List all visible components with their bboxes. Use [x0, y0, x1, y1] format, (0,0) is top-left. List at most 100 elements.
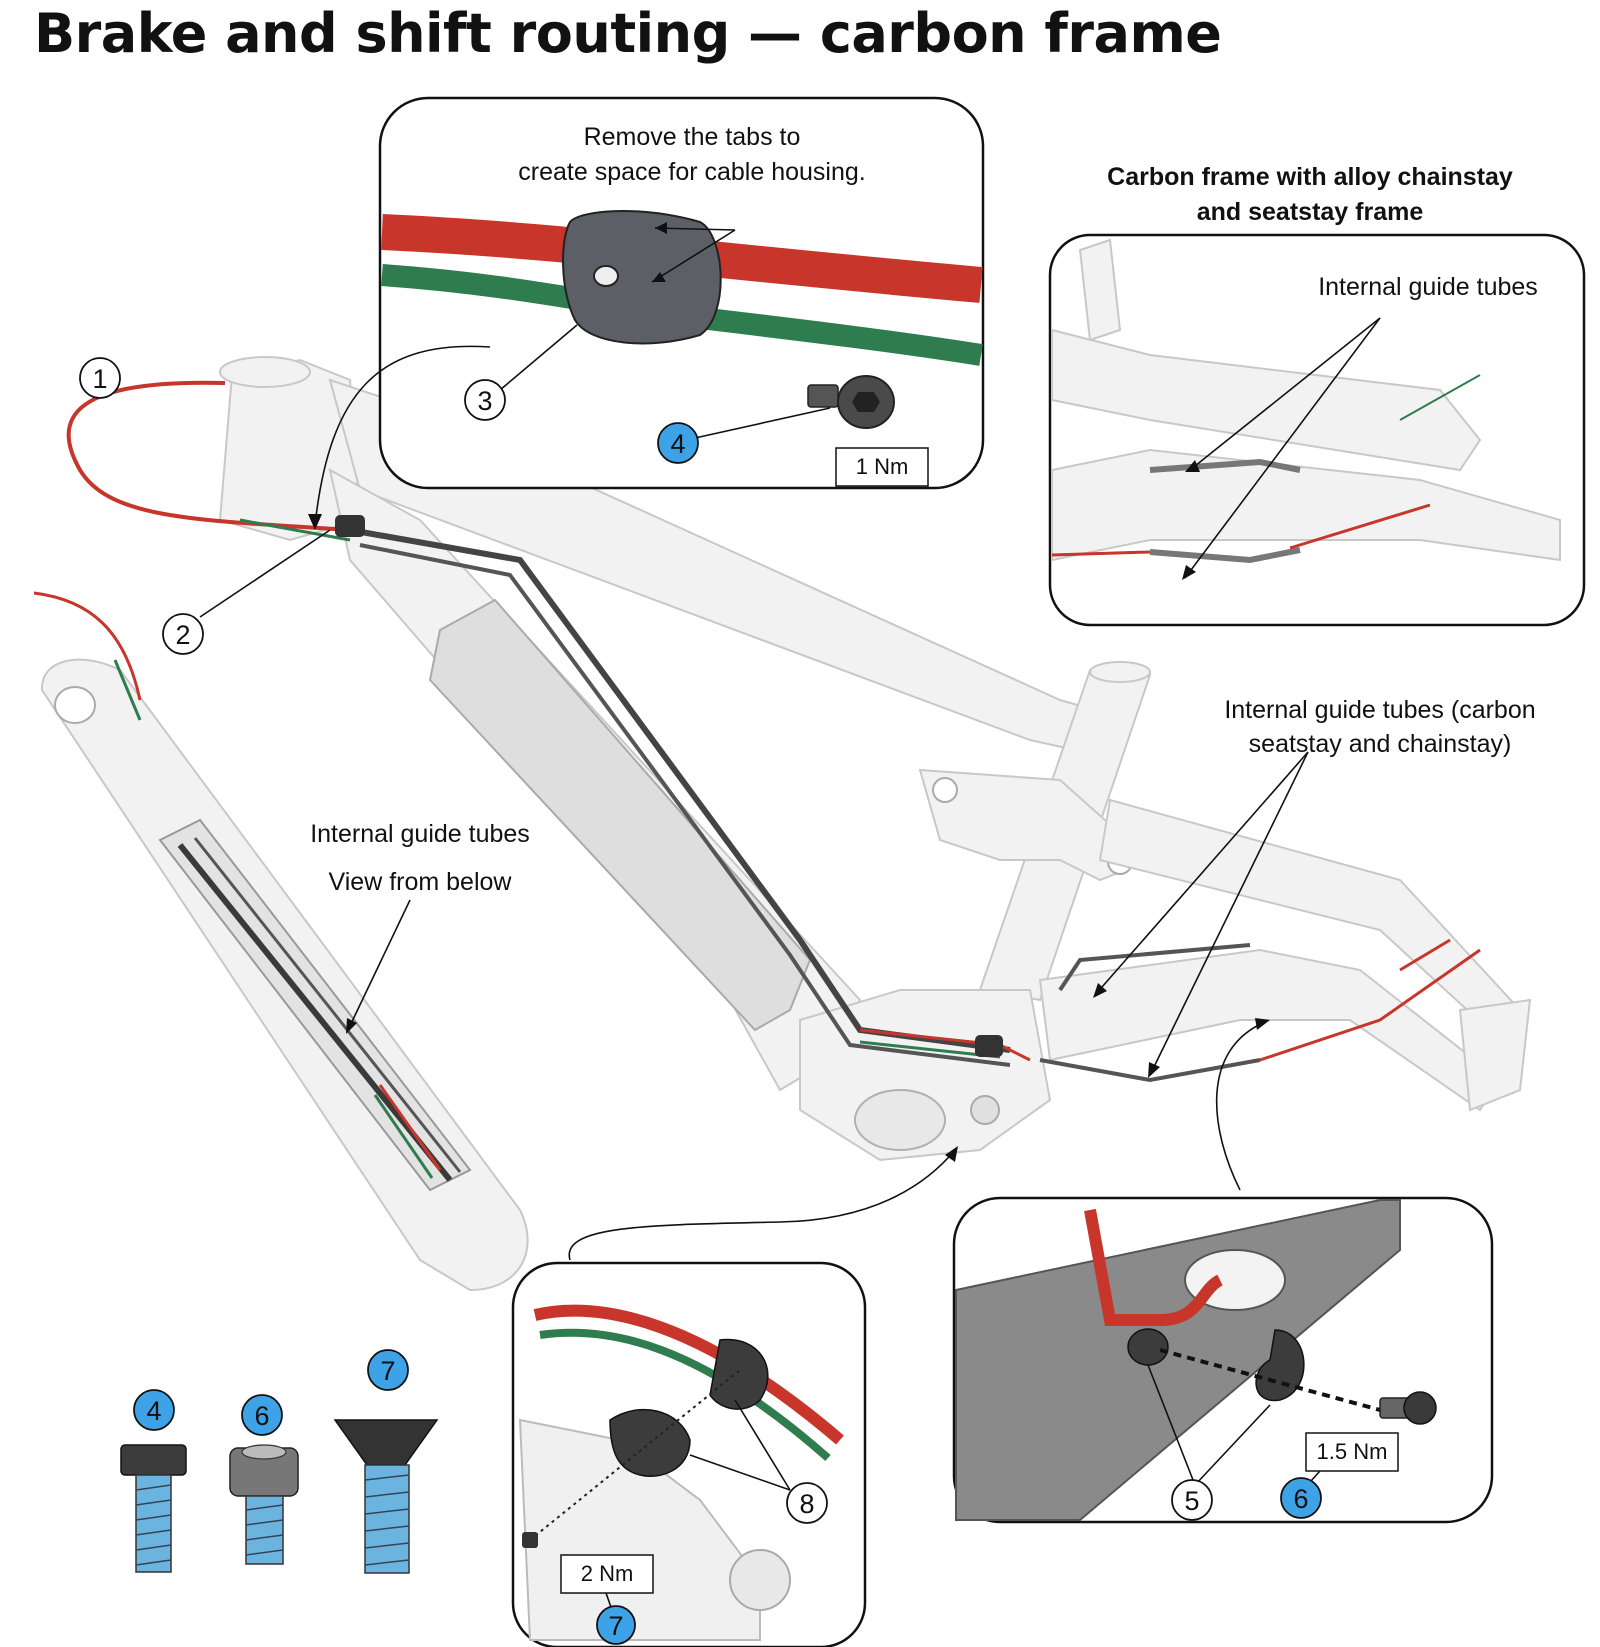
- leader-line: [694, 407, 831, 439]
- carbon-guide-label-2: seatstay and chainstay): [1249, 730, 1512, 758]
- arrowhead: [652, 272, 666, 282]
- brake-cable: [378, 1084, 442, 1171]
- washer: [1127, 1328, 1169, 1366]
- cable-clip: [562, 210, 722, 345]
- motor-cover: [854, 1089, 946, 1151]
- callout-7-motor-number: 7: [608, 1611, 623, 1641]
- bolt-4: [120, 1444, 187, 1573]
- battery-cover: [428, 598, 812, 1032]
- guide-tube: [177, 843, 453, 1182]
- down-tube-bottom-view: [33, 591, 529, 1292]
- brake-cable: [66, 380, 351, 532]
- callout-6-bolt-number: 6: [254, 1401, 269, 1431]
- bolt-6: [229, 1444, 299, 1565]
- guide-tube: [193, 837, 462, 1173]
- brake-cable-rear: [1399, 938, 1451, 972]
- leader-line: [1147, 1364, 1196, 1486]
- remove-tabs-label-2: create space for cable housing.: [518, 158, 865, 186]
- arrowhead: [308, 514, 322, 530]
- callout-8: [786, 1482, 828, 1524]
- leader-line: [1194, 1404, 1271, 1486]
- mount-line: [1159, 1348, 1381, 1412]
- guide-tube: [1149, 458, 1301, 473]
- connector-arrow: [568, 1149, 956, 1261]
- chainstay: [1038, 948, 1502, 1112]
- carbon-guide-label-1: Internal guide tubes (carbon: [1224, 696, 1535, 724]
- brake-cable-rear: [1259, 948, 1481, 1062]
- leader-line: [689, 1454, 791, 1491]
- seat-tube-top: [1089, 661, 1151, 683]
- arrowhead: [1255, 1018, 1270, 1030]
- torque-box-2nm: [560, 1554, 654, 1594]
- guide-tube: [1058, 943, 1251, 992]
- brake-housing: [1084, 1208, 1224, 1326]
- torque-1-5nm: 1.5 Nm: [1317, 1439, 1388, 1464]
- bolt-icon: [1379, 1391, 1437, 1425]
- cable-clip: [975, 1035, 1003, 1057]
- leader-line: [1189, 317, 1381, 471]
- main-frame: [218, 356, 1532, 1162]
- guide-tube: [359, 543, 1011, 1067]
- chainstay-tube: [955, 1199, 1401, 1521]
- connector-arrow: [1215, 1021, 1266, 1191]
- callout-1: [79, 357, 121, 399]
- head-tube-opening: [54, 686, 96, 724]
- callout-7-motor: [596, 1605, 636, 1645]
- shift-cable: [1399, 374, 1481, 421]
- leader-line: [1094, 751, 1309, 996]
- arrowhead: [1182, 565, 1196, 580]
- callout-5-number: 5: [1184, 1486, 1199, 1516]
- callout-6: [1280, 1477, 1322, 1519]
- inset-motor: 8 2 Nm 7: [511, 1261, 867, 1647]
- rocker-pivot: [932, 777, 958, 803]
- arrowhead: [346, 1018, 357, 1034]
- rocker-link: [918, 768, 1152, 882]
- inset-alloy: Carbon frame with alloy chainstay and se…: [1048, 163, 1586, 627]
- arrowhead: [1148, 1062, 1160, 1078]
- guide-tube: [1039, 1058, 1261, 1083]
- below-label-1: Internal guide tubes: [310, 820, 530, 848]
- torque-box-1-5nm: [1305, 1432, 1399, 1472]
- inset-tabs: Remove the tabs to create space for cabl…: [378, 96, 985, 490]
- callout-7-bolt-number: 7: [380, 1356, 395, 1386]
- callout-7-bolt: [367, 1349, 409, 1391]
- torque-2nm: 2 Nm: [581, 1561, 634, 1586]
- shift-housing: [539, 1328, 831, 1461]
- callout-1-number: 1: [92, 364, 107, 394]
- callout-2: [162, 613, 204, 655]
- arrowhead: [1093, 983, 1107, 998]
- shift-cable: [239, 518, 351, 542]
- below-label-2: View from below: [329, 868, 513, 896]
- arrowhead: [945, 1146, 958, 1162]
- bolt-7: [333, 1419, 439, 1574]
- brake-cable: [33, 591, 142, 701]
- callout-8-number: 8: [799, 1489, 814, 1519]
- page-title: Brake and shift routing — carbon frame: [34, 2, 1222, 65]
- inset-chainstay-port: 5 1.5 Nm 6: [952, 1196, 1494, 1524]
- callout-3: [464, 379, 506, 421]
- alloy-seatstay: [1051, 328, 1482, 472]
- connector-arrow: [314, 345, 491, 526]
- bolt-icon: [807, 375, 895, 429]
- leader-line: [199, 529, 331, 618]
- arrowhead: [655, 222, 667, 234]
- leader-line: [1184, 317, 1381, 579]
- leader-line: [651, 229, 736, 283]
- callout-6-number: 6: [1293, 1484, 1308, 1514]
- cable-clip: [335, 515, 365, 537]
- alloy-seat-tube: [1078, 238, 1122, 342]
- cable-clip: [1255, 1329, 1305, 1402]
- torque-box-1nm: [835, 447, 929, 487]
- clip-hole: [593, 265, 619, 287]
- callout-4: [657, 422, 699, 464]
- frame-cables: [66, 380, 1481, 1062]
- brake-cable: [1051, 503, 1431, 557]
- callout-5: [1171, 1479, 1213, 1521]
- arrowhead: [1185, 460, 1200, 472]
- screw: [522, 1532, 538, 1548]
- callout-3-number: 3: [477, 386, 492, 416]
- torque-1nm: 1 Nm: [856, 454, 909, 479]
- leader-line: [1149, 751, 1309, 1076]
- callout-4-bolt: [133, 1389, 175, 1431]
